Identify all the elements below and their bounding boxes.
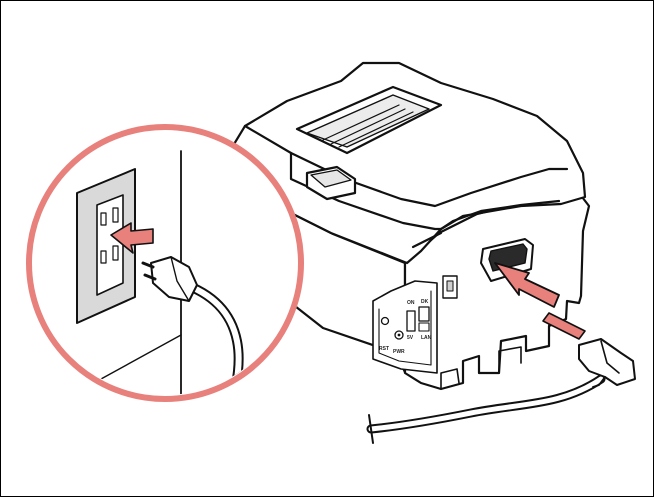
port-label-dk: DK [421, 299, 429, 305]
printer-cover-seam [243, 124, 569, 208]
port-label-on: ON [407, 300, 415, 306]
port-label-5v: 5V [407, 335, 414, 341]
printer-top-cover [223, 61, 587, 265]
port-label-pwr: PWR [393, 349, 405, 355]
power-cord [366, 338, 636, 444]
port-label-lan: LAN [421, 335, 432, 341]
power-plug-icon [150, 256, 198, 302]
printer-front-bulge [439, 199, 561, 231]
port-labels: RST PWR ON 5V DK LAN [379, 299, 432, 355]
port-panel [372, 280, 438, 374]
outlet-highlight-callout [26, 124, 304, 402]
port-label-rst: RST [379, 346, 389, 352]
insert-arrow-icon [494, 262, 560, 308]
printer-feet [440, 368, 460, 390]
outlet-insert-arrow-icon [110, 222, 154, 254]
insert-arrow-stem [542, 312, 586, 340]
printer [221, 61, 591, 391]
